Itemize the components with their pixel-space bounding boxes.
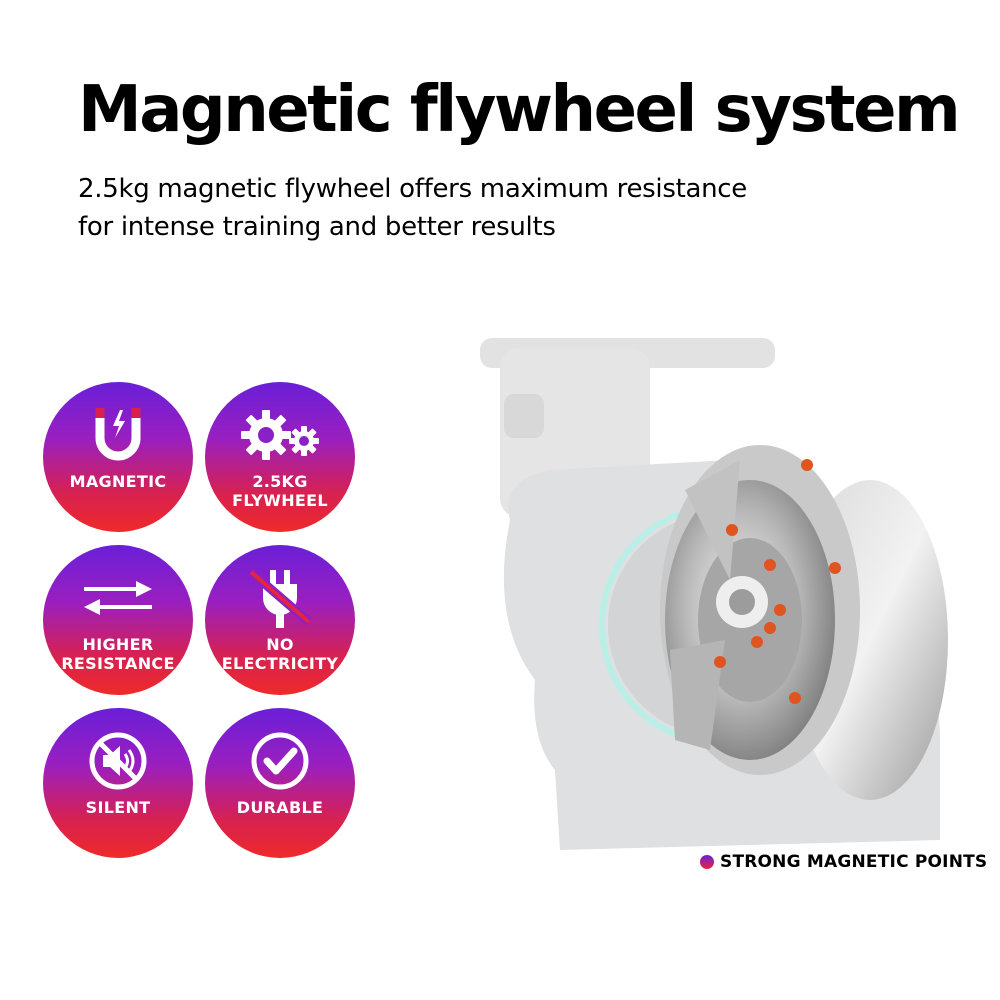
feature-badge-flywheel: 2.5KG FLYWHEEL [205, 382, 355, 532]
gears-icon [238, 404, 322, 466]
no-plug-icon [245, 567, 315, 629]
mute-icon [87, 730, 149, 792]
legend: STRONG MAGNETIC POINTS [700, 852, 987, 872]
feature-label: 2.5KG FLYWHEEL [232, 472, 328, 510]
subtitle: 2.5kg magnetic flywheel offers maximum r… [78, 170, 798, 246]
legend-label: STRONG MAGNETIC POINTS [720, 852, 988, 872]
flywheel-illustration [480, 338, 948, 850]
feature-label: MAGNETIC [69, 472, 167, 491]
feature-badge-durable: DURABLE [205, 708, 355, 858]
arrows-icon [78, 567, 158, 629]
feature-label: NO ELECTRICITY [221, 635, 339, 673]
feature-badge-magnetic: MAGNETIC [43, 382, 193, 532]
subtitle-line-1: 2.5kg magnetic flywheel offers maximum r… [78, 174, 747, 204]
subtitle-line-2: for intense training and better results [78, 212, 556, 242]
page-title: Magnetic flywheel system [78, 73, 961, 147]
feature-badge-resistance: HIGHER RESISTANCE [43, 545, 193, 695]
magnet-icon [88, 404, 148, 466]
feature-label: HIGHER RESISTANCE [61, 635, 175, 673]
feature-badge-silent: SILENT [43, 708, 193, 858]
magnetic-point-marker [700, 855, 714, 869]
check-icon [249, 730, 311, 792]
feature-label: SILENT [85, 798, 151, 817]
feature-label: DURABLE [236, 798, 324, 817]
feature-badge-no-electricity: NO ELECTRICITY [205, 545, 355, 695]
